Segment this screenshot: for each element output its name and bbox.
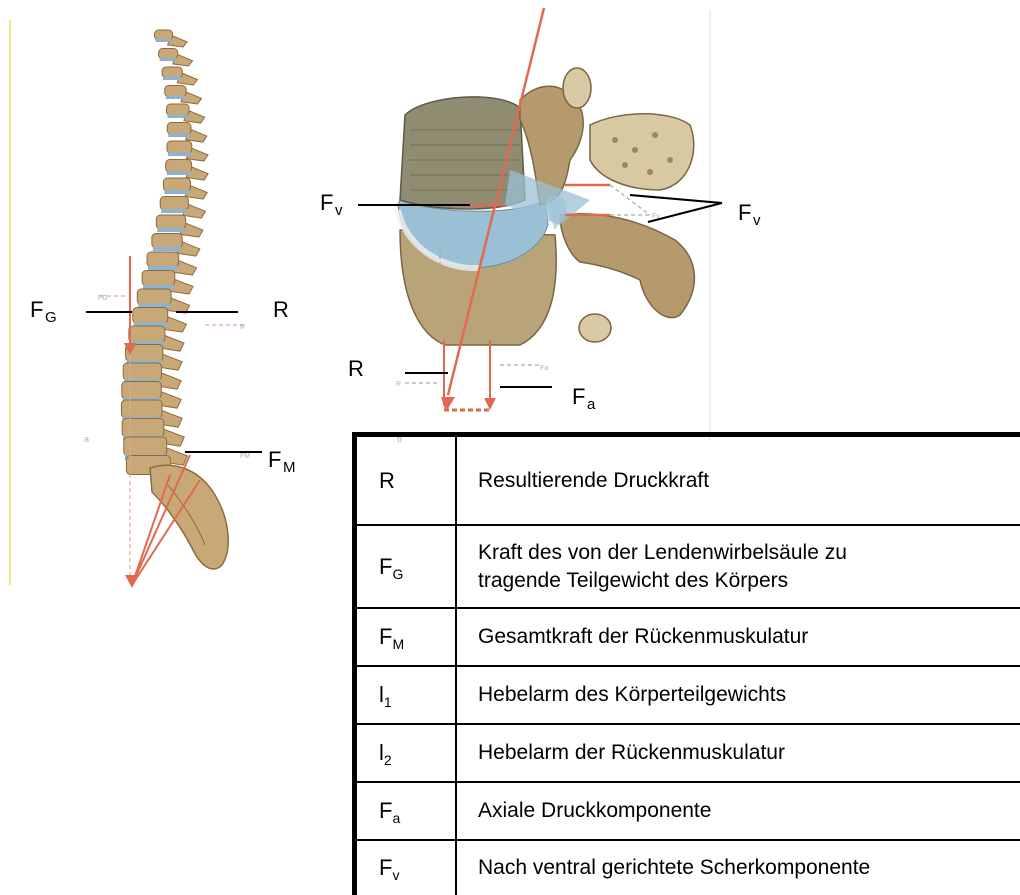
small-label-r-b: R xyxy=(396,381,401,388)
legend-symbol: R xyxy=(357,437,457,524)
small-label-fa: Fa xyxy=(540,365,548,372)
small-label-fv-disc: Fv xyxy=(466,207,474,214)
legend-description: Resultierende Druckkraft xyxy=(457,437,1020,524)
legend-description: Gesamtkraft der Rückenmuskulatur xyxy=(457,609,1020,665)
label-r-b: R xyxy=(348,356,364,382)
legend-row: R Resultierende Druckkraft xyxy=(357,437,1020,526)
legend-description: Hebelarm der Rückenmuskulatur xyxy=(457,725,1020,781)
legend-description: Nach ventral gerichtete Scherkomponente xyxy=(457,841,1020,895)
small-label-fm: FM xyxy=(240,453,250,460)
legend-description: Kraft des von der Lendenwirbelsäule zu t… xyxy=(457,526,1020,607)
vertebra-illustration: Fa R Fv Fv b xyxy=(0,0,800,450)
legend-description: Axiale Druckkomponente xyxy=(457,783,1020,839)
legend-description: Hebelarm des Körperteilgewichts xyxy=(457,667,1020,723)
